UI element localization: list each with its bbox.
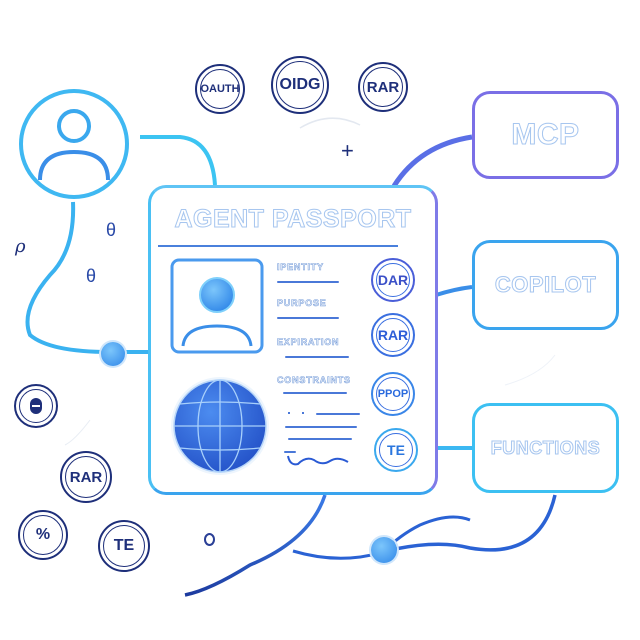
field-purpose-label: PURPOSE <box>277 298 327 309</box>
theta-symbol-1: θ <box>106 220 117 240</box>
field-constraints-label: CONSTRAINTS <box>277 375 351 386</box>
field-constraints-line <box>283 392 347 394</box>
field-identity-label: IPENTITY <box>277 262 324 273</box>
field-identity-line <box>277 281 339 283</box>
stamp-rar-label: RAR <box>377 327 409 343</box>
tool-functions: FUNCTIONS <box>472 403 619 493</box>
te-badge-left: TE <box>98 520 150 572</box>
stamp-dar: DAR <box>371 258 415 302</box>
percent-badge: % <box>18 510 68 560</box>
rar-badge-top-label: RAR <box>366 78 400 96</box>
lock-badge <box>14 384 58 428</box>
tool-mcp: MCP <box>472 91 619 179</box>
stamp-rar: RAR <box>371 313 415 357</box>
plus-symbol: + <box>341 138 354 163</box>
small-circle-symbol <box>204 533 215 546</box>
passport-photo-icon <box>170 258 264 354</box>
passport-title: AGENT PASSPORT <box>174 205 412 234</box>
connector-node-left <box>101 342 125 366</box>
text-line-4 <box>284 451 296 453</box>
oidg-badge-label: OIDG <box>279 76 321 93</box>
percent-badge-label: % <box>35 526 51 543</box>
lock-icon <box>30 398 42 414</box>
tool-copilot-label: COPILOT <box>494 272 597 298</box>
field-purpose-line <box>277 317 339 319</box>
text-line-3 <box>288 438 352 440</box>
rar-badge-left: RAR <box>60 451 112 503</box>
signature-icon <box>287 455 349 466</box>
globe-icon <box>171 377 269 475</box>
te-badge-left-label: TE <box>113 537 135 554</box>
stamp-te-label: TE <box>387 442 405 458</box>
stamp-ppop: PPOP <box>371 372 415 416</box>
connector-node-bottom <box>371 537 397 563</box>
field-expiration-line <box>285 356 349 358</box>
oauth-badge-label: OAUTH <box>200 83 240 95</box>
tool-mcp-label: MCP <box>511 118 580 152</box>
oidg-badge: OIDG <box>271 56 329 114</box>
tool-functions-label: FUNCTIONS <box>490 437 601 458</box>
rar-badge-left-label: RAR <box>69 468 103 486</box>
passport-title-divider <box>158 245 398 247</box>
rho-symbol: ρ <box>15 236 26 257</box>
text-dots <box>288 412 290 414</box>
stamp-dar-label: DAR <box>377 272 409 288</box>
text-line-2 <box>285 426 357 428</box>
field-expiration-label: EXPIRATION <box>277 337 340 348</box>
text-line-1 <box>316 413 360 415</box>
stamp-te: TE <box>374 428 418 472</box>
rar-badge-top: RAR <box>358 62 408 112</box>
text-dots-2 <box>302 412 304 414</box>
tool-copilot: COPILOT <box>472 240 619 330</box>
theta-symbol-2: θ <box>86 266 97 286</box>
stamp-ppop-label: PPOP <box>377 388 409 400</box>
oauth-badge: OAUTH <box>195 64 245 114</box>
user-avatar-icon <box>19 89 129 199</box>
